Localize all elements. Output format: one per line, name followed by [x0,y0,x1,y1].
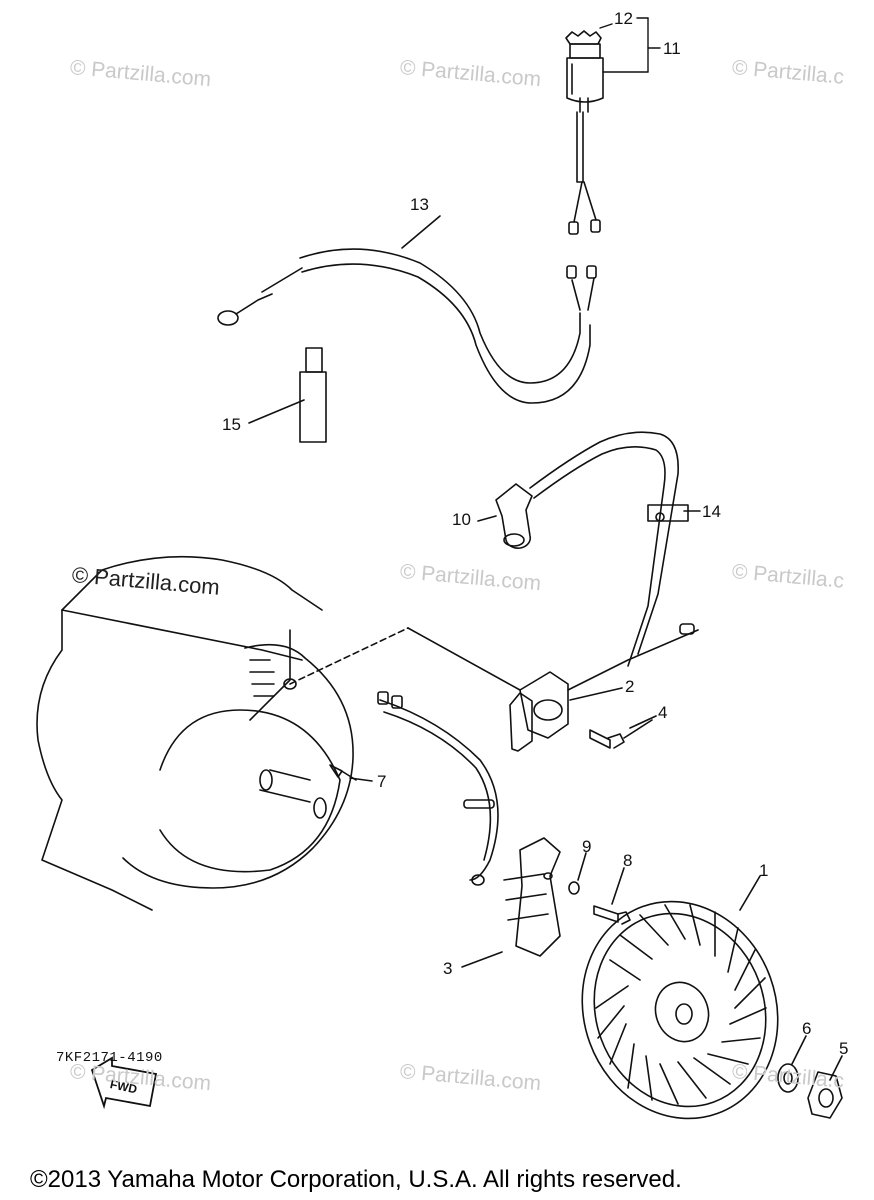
cord-clamp [647,504,689,522]
screw [593,905,631,925]
leader-line [477,515,497,522]
callout-bracket [599,17,661,73]
copyright-notice: ©2013 Yamaha Motor Corporation, U.S.A. A… [30,1166,682,1193]
bolt [589,719,653,749]
ignition-coil [509,623,699,752]
spark-plug-cap [495,431,679,667]
leader-line [349,777,373,782]
callout-15: 15 [222,415,241,434]
callout-6: 6 [802,1019,812,1038]
leader-line [629,715,657,729]
leader-line [401,215,441,249]
engine-stop-switch [565,30,604,235]
engine-block [36,555,354,911]
leader-line [289,627,409,685]
charge-coil [377,691,561,957]
callout-3: 3 [443,959,453,978]
leader-line [577,852,587,881]
callout-8: 8 [623,851,633,870]
forward-arrow-label: FWD [109,1077,139,1096]
callout-4: 4 [658,703,668,722]
callout-7: 7 [377,772,387,791]
callout-13: 13 [410,195,429,214]
leader-line [829,1055,843,1081]
flywheel-washer [777,1063,799,1093]
callout-10: 10 [452,510,471,529]
callout-2: 2 [625,677,635,696]
leader-line [407,627,521,691]
lead-wire [217,248,597,404]
callout-9: 9 [582,837,592,856]
callout-5: 5 [839,1039,849,1058]
leader-line [461,951,503,968]
diagram-part-number: 7KF2171-4190 [56,1050,163,1066]
leader-line [611,867,625,905]
flywheel [581,900,779,1120]
band [248,347,327,443]
leader-line [569,687,623,701]
leader-line [739,875,761,911]
callout-14: 14 [702,502,721,521]
callout-1: 1 [759,861,769,880]
callout-12: 12 [614,9,633,28]
callout-11: 11 [663,39,681,58]
forward-arrow-icon: FWD [90,1056,158,1110]
flywheel-nut [807,1071,843,1119]
leader-line [791,1035,807,1065]
washer [568,881,580,895]
